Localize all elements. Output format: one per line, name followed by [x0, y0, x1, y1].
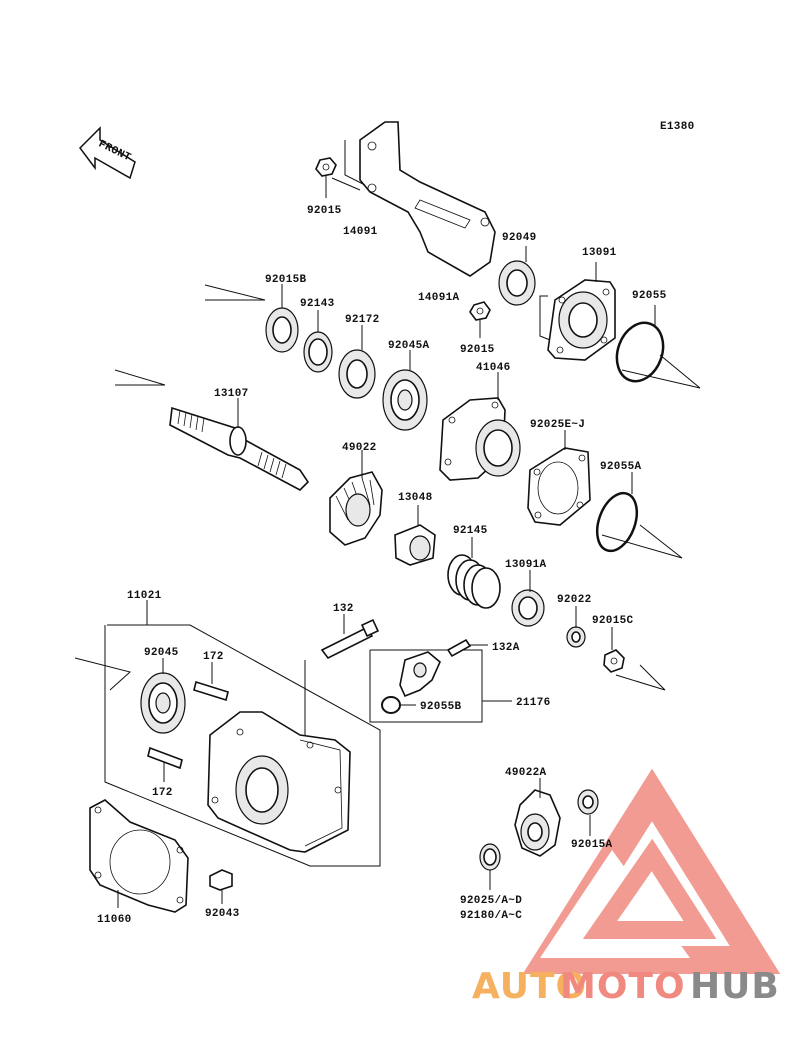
dowel-92043 — [209, 869, 233, 891]
stud-172-top — [193, 680, 229, 702]
gear-49022 — [329, 471, 383, 546]
seal-92049 — [498, 260, 536, 306]
part-labels: 92015 14091 14091A 92049 13091 92015B 92… — [97, 205, 667, 926]
shim-92025 — [479, 843, 501, 871]
washer-92022 — [566, 626, 586, 648]
watermark-text: AUTO MOTO HUB — [472, 966, 780, 1007]
label-92025E: 92025E~J — [530, 419, 585, 431]
nut-92015A — [577, 789, 599, 815]
nut-92015C — [603, 649, 625, 673]
bearing-92045 — [140, 672, 186, 734]
watermark-moto: MOTO — [560, 966, 686, 1007]
bracket-14091 — [359, 121, 496, 277]
label-92055: 92055 — [632, 290, 667, 302]
label-92015-top: 92015 — [307, 205, 342, 217]
gasket-11060 — [89, 799, 189, 913]
watermark-auto: AUTO — [472, 966, 587, 1007]
label-13091: 13091 — [582, 247, 617, 259]
watermark-logo — [522, 768, 781, 974]
case-11021 — [207, 711, 351, 853]
stud-172-bottom — [147, 746, 183, 770]
label-49022: 49022 — [342, 442, 377, 454]
oring-92055 — [615, 321, 665, 383]
spring-92145 — [447, 554, 501, 609]
label-132: 132 — [333, 603, 354, 615]
label-49022A: 49022A — [505, 767, 547, 779]
label-92043: 92043 — [205, 908, 240, 920]
label-92049: 92049 — [502, 232, 537, 244]
bolt-132 — [320, 618, 380, 660]
oring-92055B — [381, 696, 401, 714]
label-92015B: 92015B — [265, 274, 307, 286]
oring-92055A — [595, 491, 639, 553]
bolt-132A — [446, 638, 472, 658]
label-172-bottom: 172 — [152, 787, 173, 799]
gear-49022A — [514, 789, 561, 857]
label-92045A: 92045A — [388, 340, 430, 352]
label-132A: 132A — [492, 642, 520, 654]
label-11060: 11060 — [97, 914, 132, 926]
label-92025AD: 92025/A~D — [460, 895, 522, 907]
label-92145: 92145 — [453, 525, 488, 537]
gasket-92025E — [527, 447, 591, 526]
label-41046: 41046 — [476, 362, 511, 374]
label-14091A: 14091A — [418, 292, 460, 304]
label-92022: 92022 — [557, 594, 592, 606]
label-92015-mid: 92015 — [460, 344, 495, 356]
label-92015A: 92015A — [571, 839, 613, 851]
label-13091A: 13091A — [505, 559, 547, 571]
sensor-21176 — [399, 651, 441, 698]
label-92015C: 92015C — [592, 615, 634, 627]
shaft-13107 — [169, 406, 310, 491]
label-14091: 14091 — [343, 226, 378, 238]
label-92180AC: 92180/A~C — [460, 910, 522, 922]
bearing-92045A — [382, 369, 428, 431]
coupling-13048 — [394, 524, 436, 566]
label-21176: 21176 — [516, 697, 551, 709]
nut-92015-mid — [469, 301, 491, 321]
label-172-top: 172 — [203, 651, 224, 663]
seal-92172 — [338, 349, 376, 399]
label-92055B: 92055B — [420, 701, 462, 713]
label-92172: 92172 — [345, 314, 380, 326]
housing-13091 — [547, 279, 616, 361]
watermark-hub: HUB — [690, 966, 780, 1007]
spacer-92143 — [303, 331, 333, 373]
label-13107: 13107 — [214, 388, 249, 400]
label-92143: 92143 — [300, 298, 335, 310]
front-arrow-icon: FRONT — [79, 126, 136, 180]
label-13048: 13048 — [398, 492, 433, 504]
label-92055A: 92055A — [600, 461, 642, 473]
label-11021: 11021 — [127, 590, 162, 602]
label-92045: 92045 — [144, 647, 179, 659]
nut-92015-top — [315, 157, 337, 177]
collar-13091A — [511, 589, 545, 627]
cover-41046 — [439, 397, 521, 481]
diagram-code: E1380 — [660, 121, 695, 133]
seal-92015B — [265, 307, 299, 353]
